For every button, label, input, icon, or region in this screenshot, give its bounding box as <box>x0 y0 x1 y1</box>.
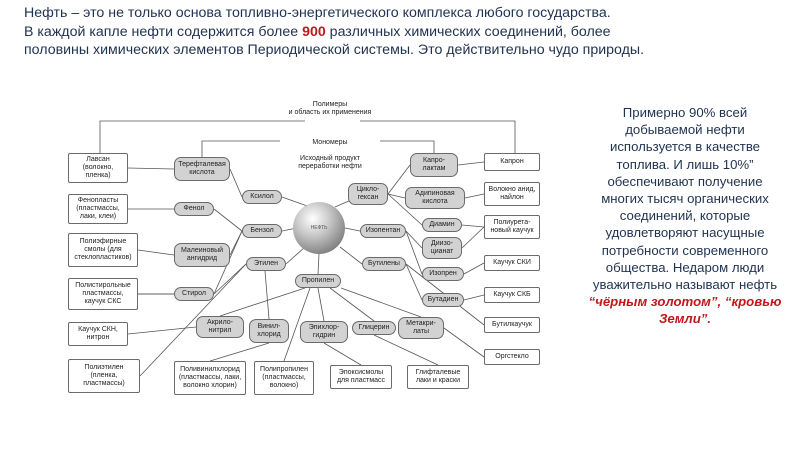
side-text: Примерно 90% всей добываемой нефти испол… <box>592 105 778 293</box>
connector-line <box>323 342 362 366</box>
connector-line <box>127 167 175 170</box>
intro-line-2-start: В каждой капле нефти содержится более <box>24 23 303 40</box>
monomer-box: Акрило- нитрил <box>196 316 244 338</box>
connector-line <box>461 224 485 228</box>
product-box: Полиэтилен (пленка, пластмассы) <box>68 359 140 393</box>
monomer-box: Диамин <box>422 218 462 232</box>
product-box: Оргстекло <box>484 349 540 365</box>
product-box: Полиурета- новый каучук <box>484 215 540 239</box>
connector-line <box>329 287 375 322</box>
monomer-box: Диизо- цианат <box>422 237 462 259</box>
connector-line <box>463 294 485 301</box>
connector-line <box>340 287 422 318</box>
intro-line-1: Нефть – это не только основа топливно-эн… <box>24 5 611 21</box>
connector-line <box>405 230 423 275</box>
connector-line <box>461 226 485 249</box>
intro-line-2-end: различных химических соединений, более <box>325 23 611 40</box>
hydrocarbon-box: Этилен <box>246 257 286 271</box>
connector-line <box>137 249 175 256</box>
connector-line <box>405 263 423 301</box>
connector-line <box>213 263 247 295</box>
intro-line-3: половины химических элементов Периодичес… <box>24 42 645 59</box>
connector-line <box>229 168 243 198</box>
product-box: Полистирольные пластмассы, каучук СКС <box>68 278 138 310</box>
side-emphasis: “чёрным золотом”, “кровью Земли”. <box>588 294 782 327</box>
product-box: Лавсан (волокно, пленка) <box>68 153 128 183</box>
hydrocarbon-box: Цикло- гексан <box>348 183 388 205</box>
monomer-box: Бутадиен <box>422 293 464 307</box>
connector-line <box>209 342 270 362</box>
connector-line <box>317 287 325 322</box>
connector-line <box>219 287 306 317</box>
connector-line <box>405 230 423 249</box>
monomer-box: Терефталевая кислота <box>174 157 230 181</box>
monomer-box: Капро- лактам <box>410 153 458 177</box>
hydrocarbon-box: Бутилены <box>362 257 406 271</box>
product-box: Бутилкаучук <box>484 317 540 333</box>
monomer-box: Адипиновая кислота <box>405 187 465 209</box>
monomer-box: Глицерин <box>352 321 396 335</box>
hydrocarbon-box: Изопентан <box>360 224 406 238</box>
connector-line <box>464 193 485 199</box>
connector-line <box>380 140 435 153</box>
connector-line <box>387 193 406 199</box>
connector-line <box>344 227 361 232</box>
oil-sphere <box>293 202 345 254</box>
connector-line <box>443 327 485 358</box>
connector-line <box>360 120 516 153</box>
connector-line <box>463 262 485 275</box>
monomer-box: Малеиновый ангидрид <box>174 243 230 267</box>
monomer-box: Винил- хлорид <box>249 319 289 343</box>
monomer-box: Изопрен <box>422 267 464 281</box>
hydrocarbon-box: Пропилен <box>295 274 341 288</box>
intro-paragraph: Нефть – это не только основа топливно-эн… <box>24 4 784 60</box>
product-box: Поливинилхлорид (пластмассы, лаки, волок… <box>174 361 246 395</box>
connector-line <box>139 263 247 377</box>
product-box: Полиэфирные смолы (для стеклопластиков) <box>68 233 138 267</box>
connector-line <box>387 193 423 226</box>
petroleum-products-diagram: Полимеры и область их применения Мономер… <box>60 97 560 402</box>
connector-line <box>99 120 305 153</box>
connector-line <box>127 326 197 335</box>
monomer-box: Стирол <box>174 287 214 301</box>
product-box: Эпоксисмолы для пластмасс <box>330 365 392 389</box>
product-box: Волокно анид, найлон <box>484 182 540 206</box>
connector-line <box>283 287 311 362</box>
product-box: Каучук СКБ <box>484 287 540 303</box>
intro-line-2: В каждой капле нефти содержится более 90… <box>24 23 784 42</box>
product-box: Глифталевые лаки и краски <box>407 365 469 389</box>
hydrocarbon-box: Бензол <box>242 224 282 238</box>
connector-line <box>213 208 243 232</box>
monomer-box: Эпихлор- гидрин <box>300 321 348 343</box>
connector-line <box>339 246 363 265</box>
connector-line <box>317 253 320 275</box>
connector-line <box>373 334 439 366</box>
connector-line <box>264 270 270 320</box>
monomer-box: Метакри- латы <box>398 317 444 339</box>
connector-line <box>201 140 280 157</box>
connector-line <box>387 164 411 195</box>
connector-line <box>457 161 485 166</box>
side-paragraph: Примерно 90% всей добываемой нефти испол… <box>585 104 785 328</box>
highlight-number: 900 <box>302 23 326 40</box>
product-box: Каучук СКН, нитрон <box>68 322 128 346</box>
monomer-box: Фенол <box>174 202 214 216</box>
source-product-caption: Исходный продукт переработки нефти <box>298 155 362 170</box>
product-box: Фенопласты (пластмассы, лаки, клеи) <box>68 194 128 224</box>
product-box: Каучук СКИ <box>484 255 540 271</box>
monomers-caption: Мономеры <box>312 139 348 146</box>
oil-sphere-label: НЕФТЬ <box>310 225 328 231</box>
hydrocarbon-box: Ксилол <box>242 190 282 204</box>
connector-line <box>285 246 306 265</box>
product-box: Капрон <box>484 153 540 171</box>
polymers-caption: Полимеры и область их применения <box>288 101 372 116</box>
product-box: Полипропилен (пластмассы, волокно) <box>254 361 314 395</box>
